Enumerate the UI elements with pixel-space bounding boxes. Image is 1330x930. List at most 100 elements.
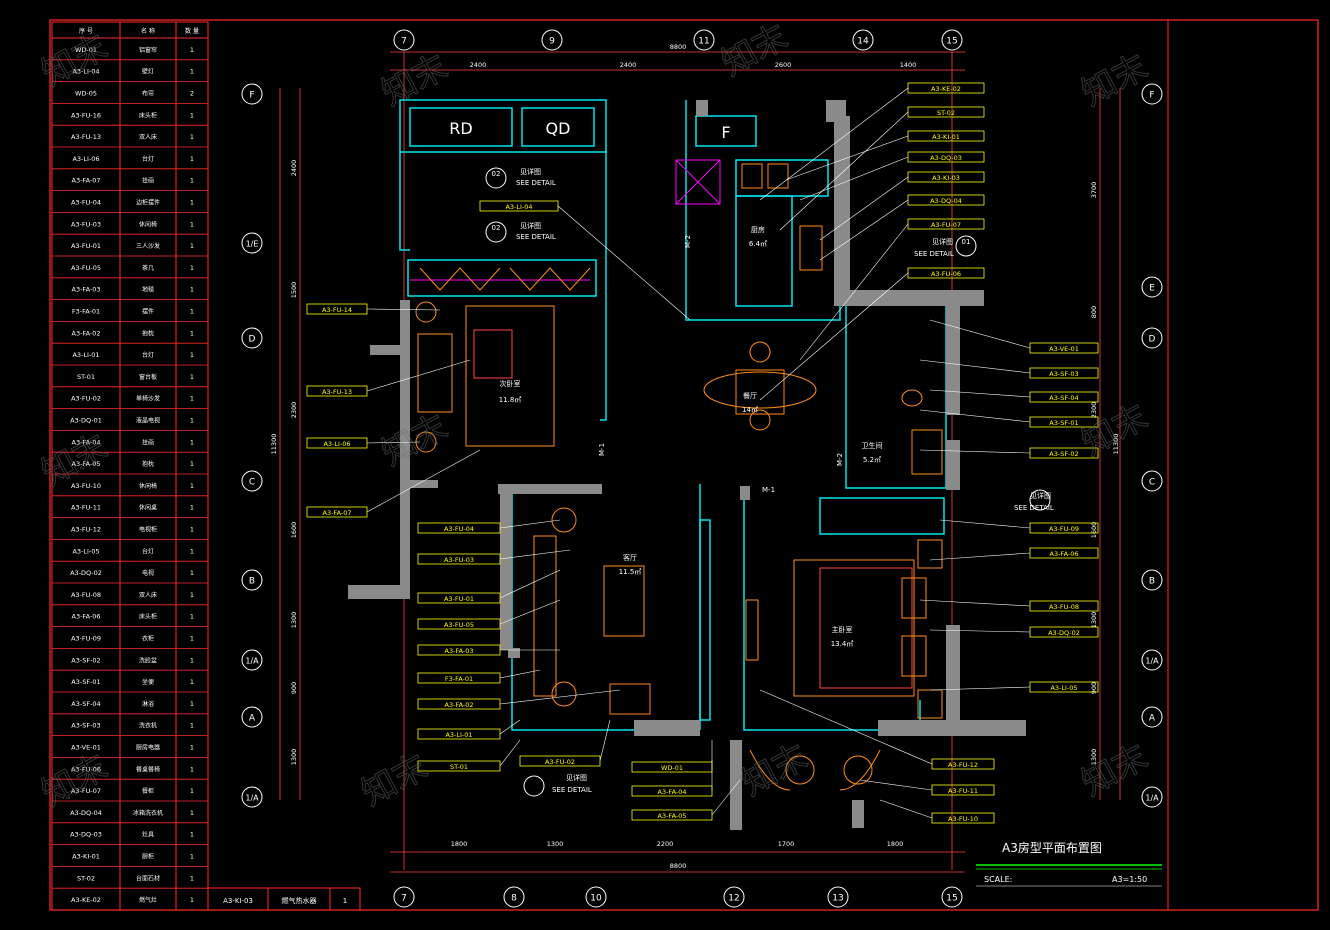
detail-bubble: [485, 167, 507, 189]
legend-header-cell: 名 称: [141, 27, 155, 35]
scale-value: A3=1:50: [1112, 875, 1147, 884]
legend-code: A3-FA-04: [72, 438, 101, 446]
legend-qty: 1: [190, 351, 194, 359]
callout-leader: [499, 689, 621, 705]
legend-qty: 2: [190, 90, 194, 98]
grid-left-bubble: [241, 706, 263, 728]
dimension-value: 2400: [470, 61, 487, 69]
legend-name: 坐便: [142, 678, 154, 686]
callout-label: A3-VE-01: [1049, 345, 1079, 353]
callout-leader: [879, 799, 933, 819]
room-dining-name: 餐厅: [743, 391, 757, 400]
legend-code: A3-SF-01: [71, 678, 100, 686]
callout-leader: [799, 156, 909, 201]
grid-right-label: F: [1149, 91, 1154, 101]
detail-bubble: [955, 235, 977, 257]
grid-left-label: 1/A: [245, 657, 259, 666]
legend-code: A3-DQ-04: [70, 809, 102, 817]
legend-name: 衣柜: [142, 635, 154, 643]
watermark: 知末: [375, 407, 454, 474]
legend-name: 液晶电视: [136, 417, 160, 425]
grid-left-label: F: [249, 91, 254, 101]
legend-qty: 1: [190, 482, 194, 490]
callout-leader: [366, 441, 421, 444]
callout-leader: [759, 272, 909, 401]
legend-name: 台灯: [142, 351, 154, 359]
legend-code: A3-LI-06: [72, 155, 99, 163]
legend-qty: 1: [190, 831, 194, 839]
legend-code: A3-FU-04: [71, 199, 101, 207]
legend-qty: 1: [190, 613, 194, 621]
legend-footer-code: A3-KI-03: [223, 897, 253, 905]
callout-leader: [779, 111, 909, 231]
legend-code: A3-SF-03: [71, 722, 100, 730]
legend-code: A3-SF-04: [71, 700, 100, 708]
callout-label: A3-FU-11: [948, 787, 978, 795]
legend-name: 窗台板: [139, 373, 157, 381]
legend-qty: 1: [190, 329, 194, 337]
callout-label: A3-KI-01: [932, 133, 960, 141]
callout-box: [417, 644, 501, 656]
callout-box: [417, 698, 501, 710]
callout-box: [1029, 447, 1099, 459]
watermark: 知末: [735, 737, 814, 804]
callout-label: A3-LI-01: [445, 731, 472, 739]
grid-bottom-label: 10: [590, 894, 602, 904]
dimension-value: 11300: [270, 434, 278, 455]
callout-box: [306, 385, 368, 397]
legend-name: 边柜摆件: [136, 199, 160, 207]
callout-label: WD-01: [661, 764, 683, 772]
detail-note-sub: SEE DETAIL: [914, 250, 954, 258]
callout-box: [417, 760, 501, 772]
grid-bottom-label: 15: [946, 894, 957, 904]
callout-label: A3-FA-05: [658, 812, 687, 820]
callout-box: [631, 785, 713, 797]
legend-code: A3-FU-13: [71, 133, 101, 141]
legend-name: 电视: [142, 569, 154, 577]
legend-name: 地毯: [142, 286, 154, 294]
detail-note-sub: SEE DETAIL: [516, 233, 556, 241]
legend-code: A3-FU-03: [71, 220, 101, 228]
grid-top-label: 15: [946, 37, 957, 47]
callout-box: [907, 267, 985, 279]
callout-label: A3-FU-06: [931, 270, 961, 278]
callout-leader: [929, 686, 1031, 691]
dimension-value: 1300: [1090, 612, 1098, 629]
callout-label: A3-FU-08: [1049, 603, 1079, 611]
legend-qty: 1: [190, 46, 194, 54]
callout-leader: [366, 308, 441, 311]
callout-leader: [859, 779, 933, 791]
legend-qty: 1: [190, 765, 194, 773]
legend-code: A3-FU-07: [71, 787, 101, 795]
walls: [399, 99, 947, 731]
grid-left-label: A: [249, 714, 256, 724]
callout-leader: [819, 176, 909, 241]
legend-qty: 1: [190, 656, 194, 664]
callout-label: A3-FU-10: [948, 815, 978, 823]
legend-footer-name: 燃气热水器: [282, 896, 317, 905]
grid-right-label: B: [1149, 577, 1155, 587]
legend-name: 床头柜: [139, 111, 157, 119]
detail-bubble-number: 02: [492, 170, 501, 178]
grid-left-label: 1/A: [245, 794, 259, 803]
callout-leader: [599, 719, 611, 762]
dimension-value: 900: [290, 682, 298, 694]
legend-qty: 1: [190, 308, 194, 316]
legend-code: A3-FA-07: [72, 177, 101, 185]
callout-box: [931, 784, 995, 796]
legend-code: A3-FU-02: [71, 395, 101, 403]
grid-right-label: A: [1149, 714, 1156, 724]
callout-leader: [939, 519, 1031, 529]
callout-label: A3-DQ-04: [930, 197, 962, 205]
callout-box: [417, 522, 501, 534]
watermark: 知末: [35, 747, 114, 814]
room-labels: RD QD F 厨房 6.4㎡ 餐厅 14㎡ 次卧室 11.8㎡ 卫生间 5.2…: [449, 119, 882, 648]
legend-code: ST-01: [77, 373, 95, 381]
callout-box: [1029, 681, 1099, 693]
legend-code: A3-KI-01: [72, 853, 100, 861]
dimension-value: 2400: [290, 160, 298, 177]
detail-note-title: 见详图: [520, 167, 541, 176]
legend-qty: 1: [190, 896, 194, 904]
legend-footer: A3-KI-03 燃气热水器 1: [207, 887, 361, 911]
